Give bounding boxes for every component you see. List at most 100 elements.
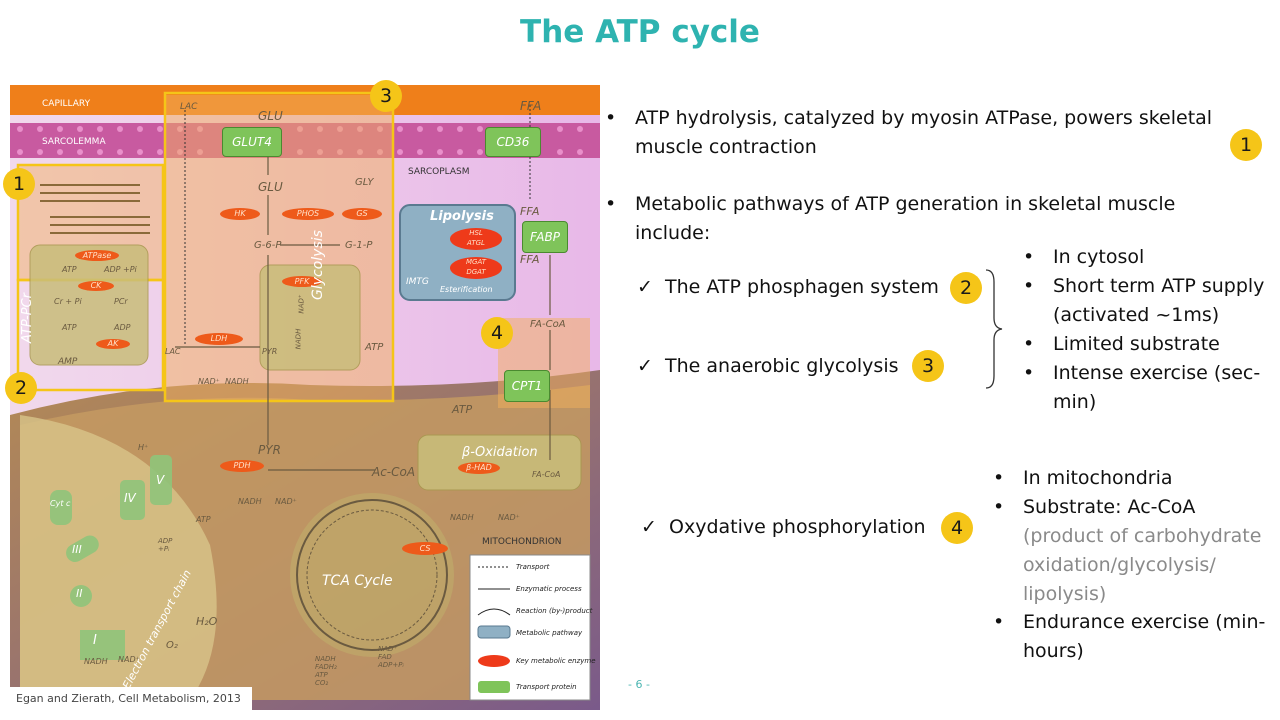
mgat-dgat-enzyme: MGAT DGAT — [450, 257, 502, 279]
complex-ii-label: II — [76, 587, 83, 600]
cs-enzyme: CS — [402, 542, 448, 555]
cpt1-transporter: CPT1 — [504, 370, 550, 402]
check-text: Oxydative phosphorylation — [669, 516, 926, 538]
beta-oxidation-label: β-Oxidation — [462, 445, 538, 460]
glut4-transporter: GLUT4 — [222, 127, 282, 157]
nad-plus-label: NAD⁺ — [198, 377, 220, 386]
ffa-low-label: FFA — [520, 253, 540, 266]
adp-etc-label: ADP +Pᵢ — [158, 537, 173, 553]
dgat-label: DGAT — [466, 268, 486, 276]
page-number: - 6 - — [628, 678, 650, 691]
pyr-glycolysis-label: PYR — [262, 347, 278, 356]
check-anaerobic: ✓ The anaerobic glycolysis — [637, 352, 899, 381]
check-badge-3: 3 — [912, 350, 944, 382]
sarcoplasm-label: SARCOPLASM — [408, 167, 470, 177]
ck-enzyme: CK — [78, 281, 114, 291]
check-oxidative: ✓ Oxydative phosphorylation — [641, 513, 926, 542]
bullet-dot: • — [1023, 333, 1035, 355]
legend-transport: Transport — [516, 563, 550, 571]
glycolysis-label: Glycolysis — [310, 230, 326, 300]
note-short-term: • Short term ATP supply (activated ~1ms) — [1023, 272, 1275, 330]
check-icon: ✓ — [641, 516, 657, 538]
atpase-enzyme: ATPase — [75, 250, 119, 261]
g1p-label: G-1-P — [345, 240, 373, 251]
cd36-transporter: CD36 — [485, 127, 541, 157]
nad-etc-label: NAD⁺ — [118, 655, 140, 664]
figure-badge-4: 4 — [481, 317, 513, 349]
check-text: The anaerobic glycolysis — [665, 355, 899, 377]
complex-v-label: V — [156, 473, 165, 487]
capillary-label: CAPILLARY — [42, 99, 91, 109]
ak-enzyme: AK — [96, 339, 130, 349]
legend-metabolic-pathway: Metabolic pathway — [516, 629, 583, 637]
figure-background — [10, 85, 600, 710]
o2-label: O₂ — [166, 640, 178, 651]
legend-enzymatic-process: Enzymatic process — [516, 585, 582, 593]
check-icon: ✓ — [637, 355, 653, 377]
g6p-label: G-6-P — [254, 240, 282, 251]
hk-enzyme: HK — [220, 208, 260, 220]
glu-label: GLU — [258, 180, 283, 194]
hsl-label: HSL — [469, 229, 483, 237]
complex-iv-label: IV — [124, 491, 136, 505]
bullet-dot: • — [1023, 362, 1035, 384]
nadh-ox-label: NADH — [450, 513, 474, 522]
legend-transport-protein: Transport protein — [516, 683, 577, 691]
check-text: The ATP phosphagen system — [665, 276, 939, 298]
tca-products-label: NADH FADH₂ ATP CO₂ — [315, 655, 337, 687]
check-badge-2: 2 — [950, 272, 982, 304]
nadh-vertical-label: NADH — [294, 328, 303, 350]
mitochondrion-label: MITOCHONDRION — [482, 537, 562, 547]
bullet-dot: • — [1023, 275, 1035, 297]
esterification-label: Esterification — [440, 285, 493, 294]
bullet-dot: • — [605, 193, 617, 215]
facoa-label: FA-CoA — [530, 319, 566, 330]
atp-etc-label: ATP — [196, 515, 211, 524]
ldh-enzyme: LDH — [195, 333, 243, 345]
cyt-c-label: Cyt c — [50, 499, 71, 508]
bullet-dot: • — [605, 107, 617, 129]
figure-badge-1: 1 — [3, 168, 35, 200]
note-text: Short term ATP supply (activated ~1ms) — [1053, 275, 1265, 326]
sarcolemma-label: SARCOLEMMA — [42, 137, 106, 147]
figure-badge-2: 2 — [5, 372, 37, 404]
nad-ox-label: NAD⁺ — [498, 513, 520, 522]
h2o-label: H₂O — [196, 615, 218, 628]
note-text: Substrate: Ac-CoA — [1023, 496, 1196, 518]
bullet-dot: • — [993, 467, 1005, 489]
atp-pcr-atp1: ATP — [62, 265, 77, 274]
pcr-label: PCr — [114, 297, 128, 306]
mgat-label: MGAT — [465, 258, 487, 266]
hplus-label: H⁺ — [138, 443, 149, 452]
legend-key-enzyme: Key metabolic enzyme — [516, 657, 596, 665]
note-text: Intense exercise (sec-min) — [1053, 362, 1261, 413]
nadh-label: NADH — [225, 377, 249, 386]
note-text: Limited substrate — [1053, 333, 1220, 355]
lac-top-label: LAC — [180, 102, 198, 112]
note-mitochondria: • In mitochondria — [993, 464, 1273, 493]
pdh-enzyme: PDH — [220, 460, 264, 472]
adp-pi-label: ADP +Pi — [104, 265, 137, 274]
atp-mito-label: ATP — [452, 403, 473, 416]
bullet-metabolic-pathways: • Metabolic pathways of ATP generation i… — [605, 190, 1210, 248]
note-limited-substrate: • Limited substrate — [1023, 330, 1273, 359]
nad-vertical-label: NAD⁺ — [297, 294, 306, 314]
cr-pi-label: Cr + Pi — [54, 297, 82, 306]
pfk-enzyme: PFK — [282, 276, 322, 287]
bullet-badge-1: 1 — [1230, 129, 1262, 161]
nadh-etc-label: NADH — [84, 657, 108, 666]
accoa-label: Ac-CoA — [372, 465, 416, 479]
note-endurance: • Endurance exercise (min-hours) — [993, 608, 1273, 666]
figure-badge-3: 3 — [370, 80, 402, 112]
tca-cycle-label: TCA Cycle — [322, 573, 393, 589]
bullet-text: ATP hydrolysis, catalyzed by myosin ATPa… — [635, 107, 1213, 158]
glu-top-label: GLU — [258, 109, 283, 123]
lipolysis-label: Lipolysis — [430, 209, 494, 224]
bullet-dot: • — [993, 496, 1005, 518]
slide-title: The ATP cycle — [520, 14, 760, 50]
complex-iii-label: III — [72, 543, 82, 556]
note-cytosol: • In cytosol — [1023, 243, 1273, 272]
bullet-text: Metabolic pathways of ATP generation in … — [635, 193, 1176, 244]
note-substrate: • Substrate: Ac-CoA (product of carbohyd… — [993, 493, 1275, 609]
nadh-pdh-label: NADH — [238, 497, 262, 506]
